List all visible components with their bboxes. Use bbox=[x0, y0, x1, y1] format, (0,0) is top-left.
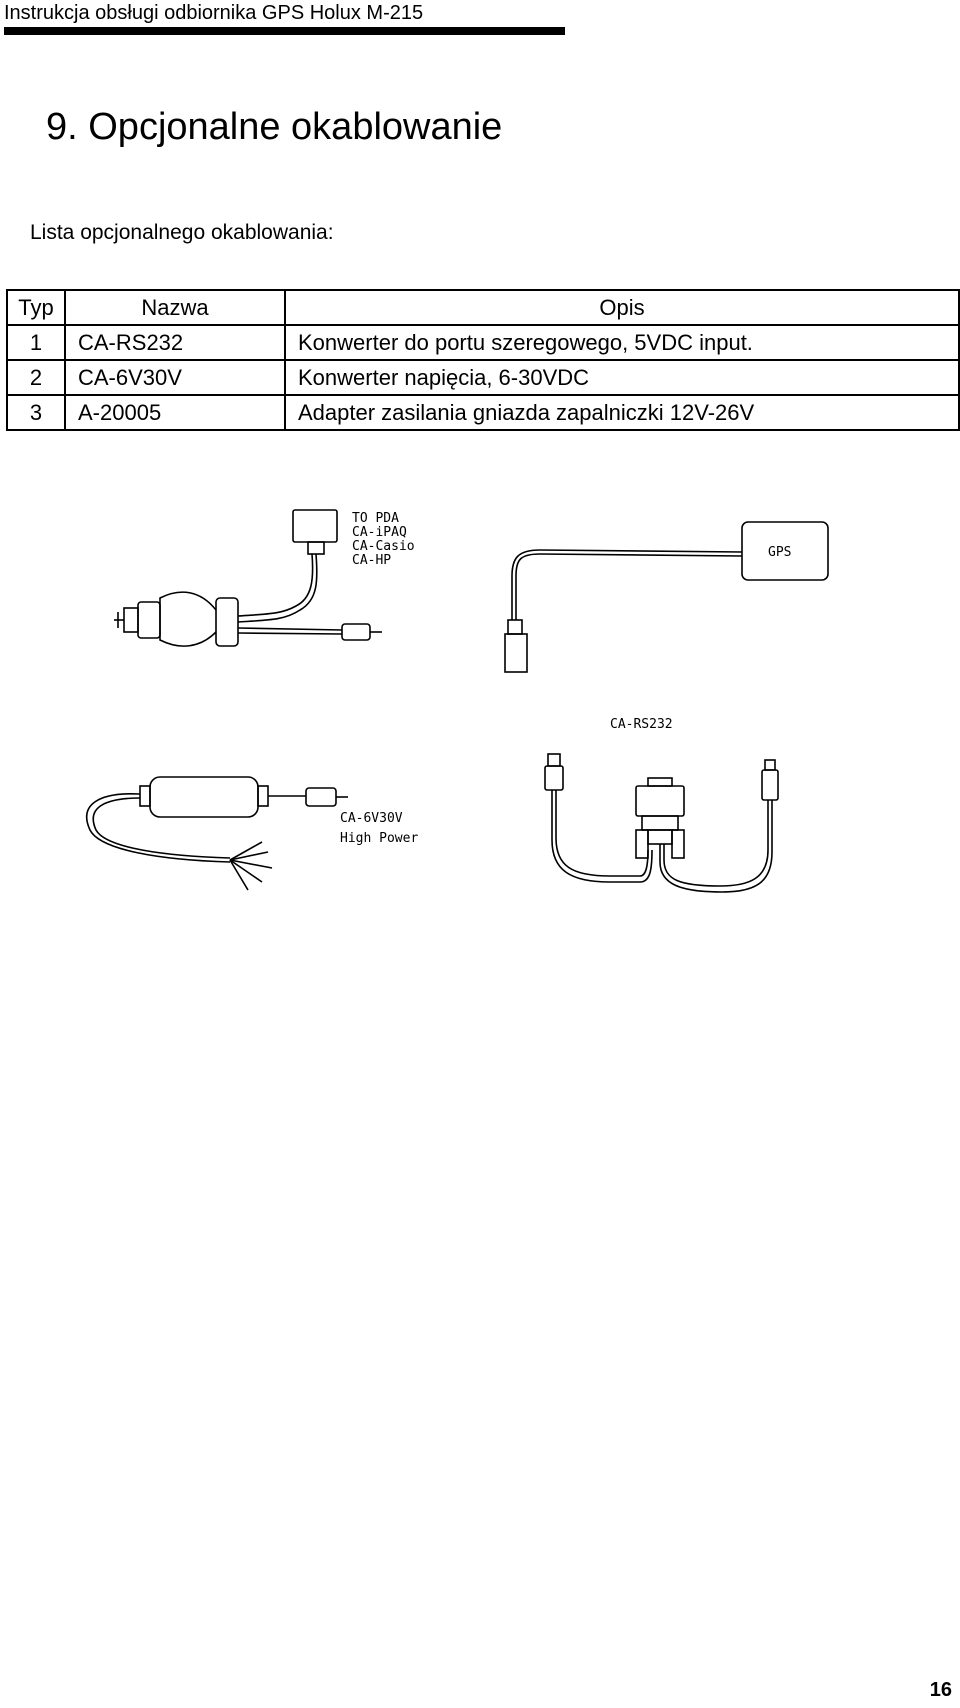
cell-desc: Konwerter do portu szeregowego, 5VDC inp… bbox=[284, 324, 960, 361]
document-header: Instrukcja obsługi odbiornika GPS Holux … bbox=[4, 2, 424, 24]
pda-label-3: CA-HP bbox=[352, 553, 391, 568]
converter-cable: CA-6V30V High Power bbox=[85, 776, 418, 891]
table-header-row: Typ Nazwa Opis bbox=[6, 289, 960, 326]
cell-desc: Konwerter napięcia, 6-30VDC bbox=[284, 359, 960, 396]
cables-illustration: TO PDA CA-iPAQ CA-Casio CA-HP GPS bbox=[0, 470, 960, 930]
table-row: 1 CA-RS232 Konwerter do portu szeregoweg… bbox=[6, 324, 960, 361]
page-number: 16 bbox=[929, 1679, 952, 1701]
chapter-title: 9. Opcjonalne okablowanie bbox=[46, 106, 503, 148]
gps-label: GPS bbox=[768, 545, 791, 560]
table-row: 2 CA-6V30V Konwerter napięcia, 6-30VDC bbox=[6, 359, 960, 396]
converter-label-1: High Power bbox=[340, 831, 418, 846]
cell-typ: 1 bbox=[6, 324, 66, 361]
header-desc: Opis bbox=[284, 289, 960, 326]
cell-name: CA-6V30V bbox=[64, 359, 286, 396]
intro-text: Lista opcjonalnego okablowania: bbox=[30, 221, 334, 244]
header-typ: Typ bbox=[6, 289, 66, 326]
header-name: Nazwa bbox=[64, 289, 286, 326]
cell-name: A-20005 bbox=[64, 394, 286, 431]
pda-label-1: CA-iPAQ bbox=[352, 525, 407, 540]
gps-mouse-cable: GPS bbox=[504, 521, 829, 673]
rs232-label: CA-RS232 bbox=[610, 717, 673, 732]
cell-typ: 2 bbox=[6, 359, 66, 396]
pda-label-2: CA-Casio bbox=[352, 539, 415, 554]
converter-label-0: CA-6V30V bbox=[340, 811, 403, 826]
lighter-adapter-cable: TO PDA CA-iPAQ CA-Casio CA-HP bbox=[114, 509, 415, 647]
cell-typ: 3 bbox=[6, 394, 66, 431]
table-row: 3 A-20005 Adapter zasilania gniazda zapa… bbox=[6, 394, 960, 431]
cable-table: Typ Nazwa Opis 1 CA-RS232 Konwerter do p… bbox=[6, 289, 960, 431]
pda-label-0: TO PDA bbox=[352, 511, 399, 526]
rs232-cable: CA-RS232 bbox=[544, 717, 779, 893]
header-rule bbox=[4, 27, 565, 35]
cell-name: CA-RS232 bbox=[64, 324, 286, 361]
cell-desc: Adapter zasilania gniazda zapalniczki 12… bbox=[284, 394, 960, 431]
